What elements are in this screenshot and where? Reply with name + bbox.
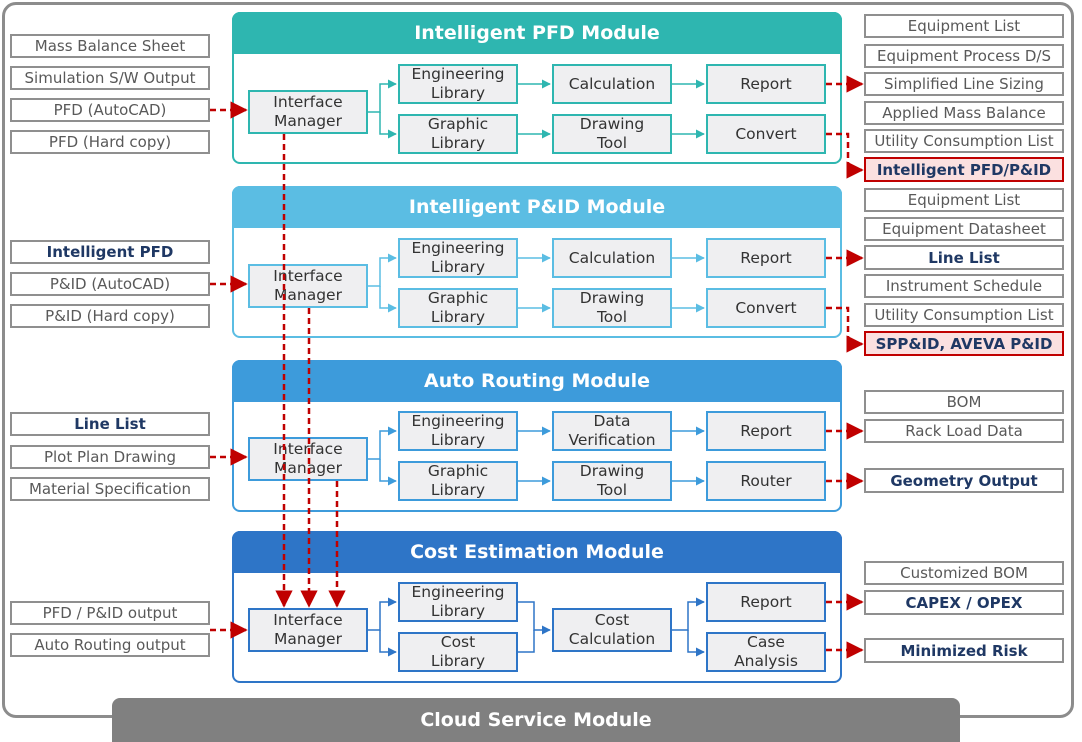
pfd-module-title: Intelligent PFD Module [232, 12, 842, 54]
pfd-report: Report [706, 64, 826, 104]
output-utility-consumption-list: Utility Consumption List [864, 303, 1064, 327]
input-pid-hard-copy: P&ID (Hard copy) [10, 304, 210, 328]
input-line-list: Line List [10, 412, 210, 436]
pid-engineering-library: Engineering Library [398, 238, 518, 278]
pid-convert: Convert [706, 288, 826, 328]
pid-drawing-tool: Drawing Tool [552, 288, 672, 328]
output-bom: BOM [864, 390, 1064, 414]
routing-interface-manager: Interface Manager [248, 437, 368, 481]
pfd-calculation: Calculation [552, 64, 672, 104]
output-utility-consumption-list: Utility Consumption List [864, 129, 1064, 153]
input-mass-balance-sheet: Mass Balance Sheet [10, 34, 210, 58]
output-geometry: Geometry Output [864, 468, 1064, 493]
routing-module-title: Auto Routing Module [232, 360, 842, 402]
routing-engineering-library: Engineering Library [398, 411, 518, 451]
cost-interface-manager: Interface Manager [248, 608, 368, 652]
input-pfd-autocad: PFD (AutoCAD) [10, 98, 210, 122]
pfd-drawing-tool: Drawing Tool [552, 114, 672, 154]
pid-graphic-library: Graphic Library [398, 288, 518, 328]
output-rack-load-data: Rack Load Data [864, 419, 1064, 443]
output-capex-opex: CAPEX / OPEX [864, 590, 1064, 615]
routing-graphic-library: Graphic Library [398, 461, 518, 501]
cost-engineering-library: Engineering Library [398, 582, 518, 622]
cloud-service-module: Cloud Service Module [112, 698, 960, 742]
output-spp-aveva-pid: SPP&ID, AVEVA P&ID [864, 331, 1064, 356]
input-material-specification: Material Specification [10, 477, 210, 501]
pfd-convert: Convert [706, 114, 826, 154]
routing-router: Router [706, 461, 826, 501]
output-equipment-list: Equipment List [864, 14, 1064, 38]
output-minimized-risk: Minimized Risk [864, 638, 1064, 663]
input-pid-autocad: P&ID (AutoCAD) [10, 272, 210, 296]
input-simulation-output: Simulation S/W Output [10, 66, 210, 90]
pid-interface-manager: Interface Manager [248, 264, 368, 308]
cost-report: Report [706, 582, 826, 622]
cost-module-title: Cost Estimation Module [232, 531, 842, 573]
output-line-list: Line List [864, 245, 1064, 270]
output-instrument-schedule: Instrument Schedule [864, 274, 1064, 298]
input-pfd-pid-output: PFD / P&ID output [10, 601, 210, 625]
output-customized-bom: Customized BOM [864, 561, 1064, 585]
cost-library: Cost Library [398, 632, 518, 672]
output-equipment-list: Equipment List [864, 188, 1064, 212]
pfd-engineering-library: Engineering Library [398, 64, 518, 104]
input-pfd-hard-copy: PFD (Hard copy) [10, 130, 210, 154]
output-simplified-line-sizing: Simplified Line Sizing [864, 72, 1064, 96]
output-equipment-datasheet: Equipment Datasheet [864, 217, 1064, 241]
input-plot-plan-drawing: Plot Plan Drawing [10, 445, 210, 469]
input-intelligent-pfd: Intelligent PFD [10, 240, 210, 264]
pid-calculation: Calculation [552, 238, 672, 278]
cost-case-analysis: Case Analysis [706, 632, 826, 672]
pfd-graphic-library: Graphic Library [398, 114, 518, 154]
output-applied-mass-balance: Applied Mass Balance [864, 101, 1064, 125]
output-intelligent-pfd-pid: Intelligent PFD/P&ID [864, 157, 1064, 182]
input-auto-routing-output: Auto Routing output [10, 633, 210, 657]
pfd-interface-manager: Interface Manager [248, 90, 368, 134]
pid-report: Report [706, 238, 826, 278]
cost-calculation: Cost Calculation [552, 608, 672, 652]
pid-module-title: Intelligent P&ID Module [232, 186, 842, 228]
routing-report: Report [706, 411, 826, 451]
routing-drawing-tool: Drawing Tool [552, 461, 672, 501]
routing-data-verification: Data Verification [552, 411, 672, 451]
output-equipment-process-ds: Equipment Process D/S [864, 44, 1064, 68]
